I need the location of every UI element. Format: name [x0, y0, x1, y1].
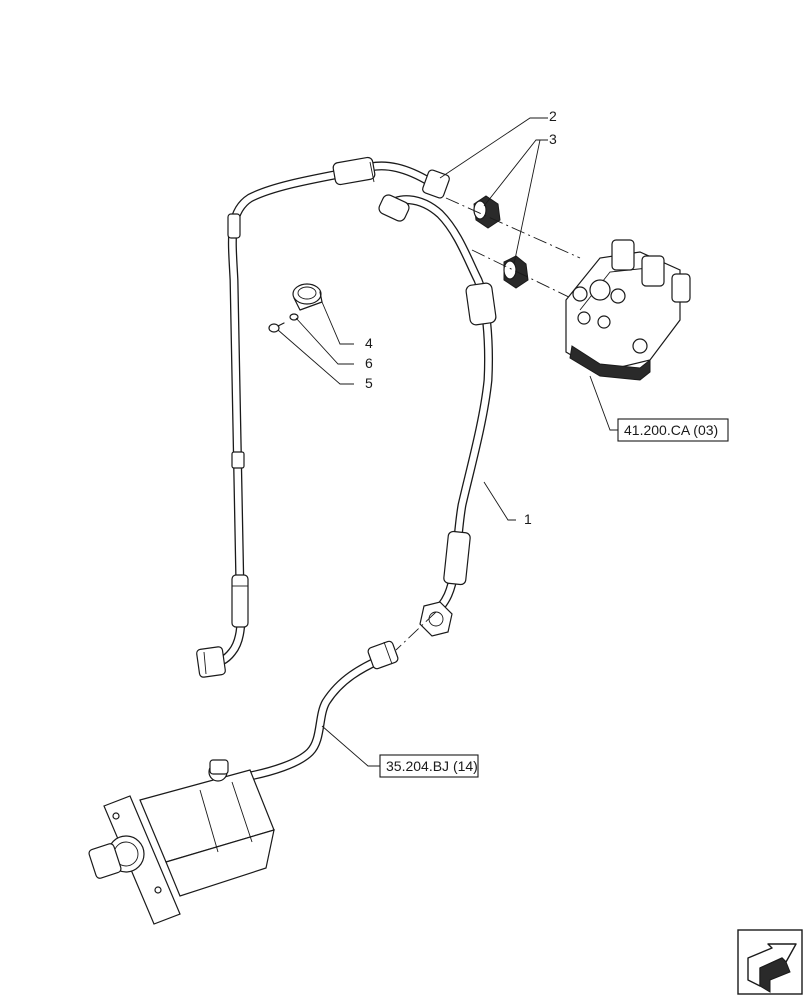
centerline-upper: [445, 197, 581, 259]
centerline-pump: [395, 611, 437, 651]
adapter-upper: [473, 195, 501, 229]
leader-3b: [513, 139, 541, 265]
callout-2: 2: [549, 108, 557, 124]
callout-6: 6: [365, 355, 373, 371]
leader-steering-ref: [589, 375, 618, 431]
leader-6: [295, 317, 354, 365]
leader-pump-ref: [321, 725, 380, 767]
callout-3: 3: [549, 131, 557, 147]
pump-pipe: [245, 640, 399, 781]
screw-part-5: [268, 322, 285, 333]
callout-1: 1: [524, 511, 532, 527]
left-hose: [196, 156, 450, 678]
leader-1: [483, 481, 516, 521]
adapter-lower: [503, 255, 529, 289]
leader-5: [277, 329, 354, 385]
ref-label-pump: 35.204.BJ (14): [386, 758, 478, 774]
callout-4: 4: [365, 335, 373, 351]
leader-2: [439, 117, 548, 179]
leader-3a: [483, 139, 548, 207]
right-hose-part-1: [378, 194, 497, 637]
ref-label-steering: 41.200.CA (03): [624, 422, 718, 438]
next-page-arrow-icon[interactable]: [737, 929, 803, 995]
steering-unit: [565, 239, 691, 381]
leader-4: [321, 301, 354, 345]
centerline-lower: [471, 249, 576, 301]
callout-5: 5: [365, 375, 373, 391]
hydraulic-pump: [88, 759, 275, 925]
clamp-part-4: [292, 283, 323, 311]
ref-box-steering[interactable]: 41.200.CA (03): [617, 418, 729, 442]
ref-box-pump[interactable]: 35.204.BJ (14): [379, 754, 479, 778]
